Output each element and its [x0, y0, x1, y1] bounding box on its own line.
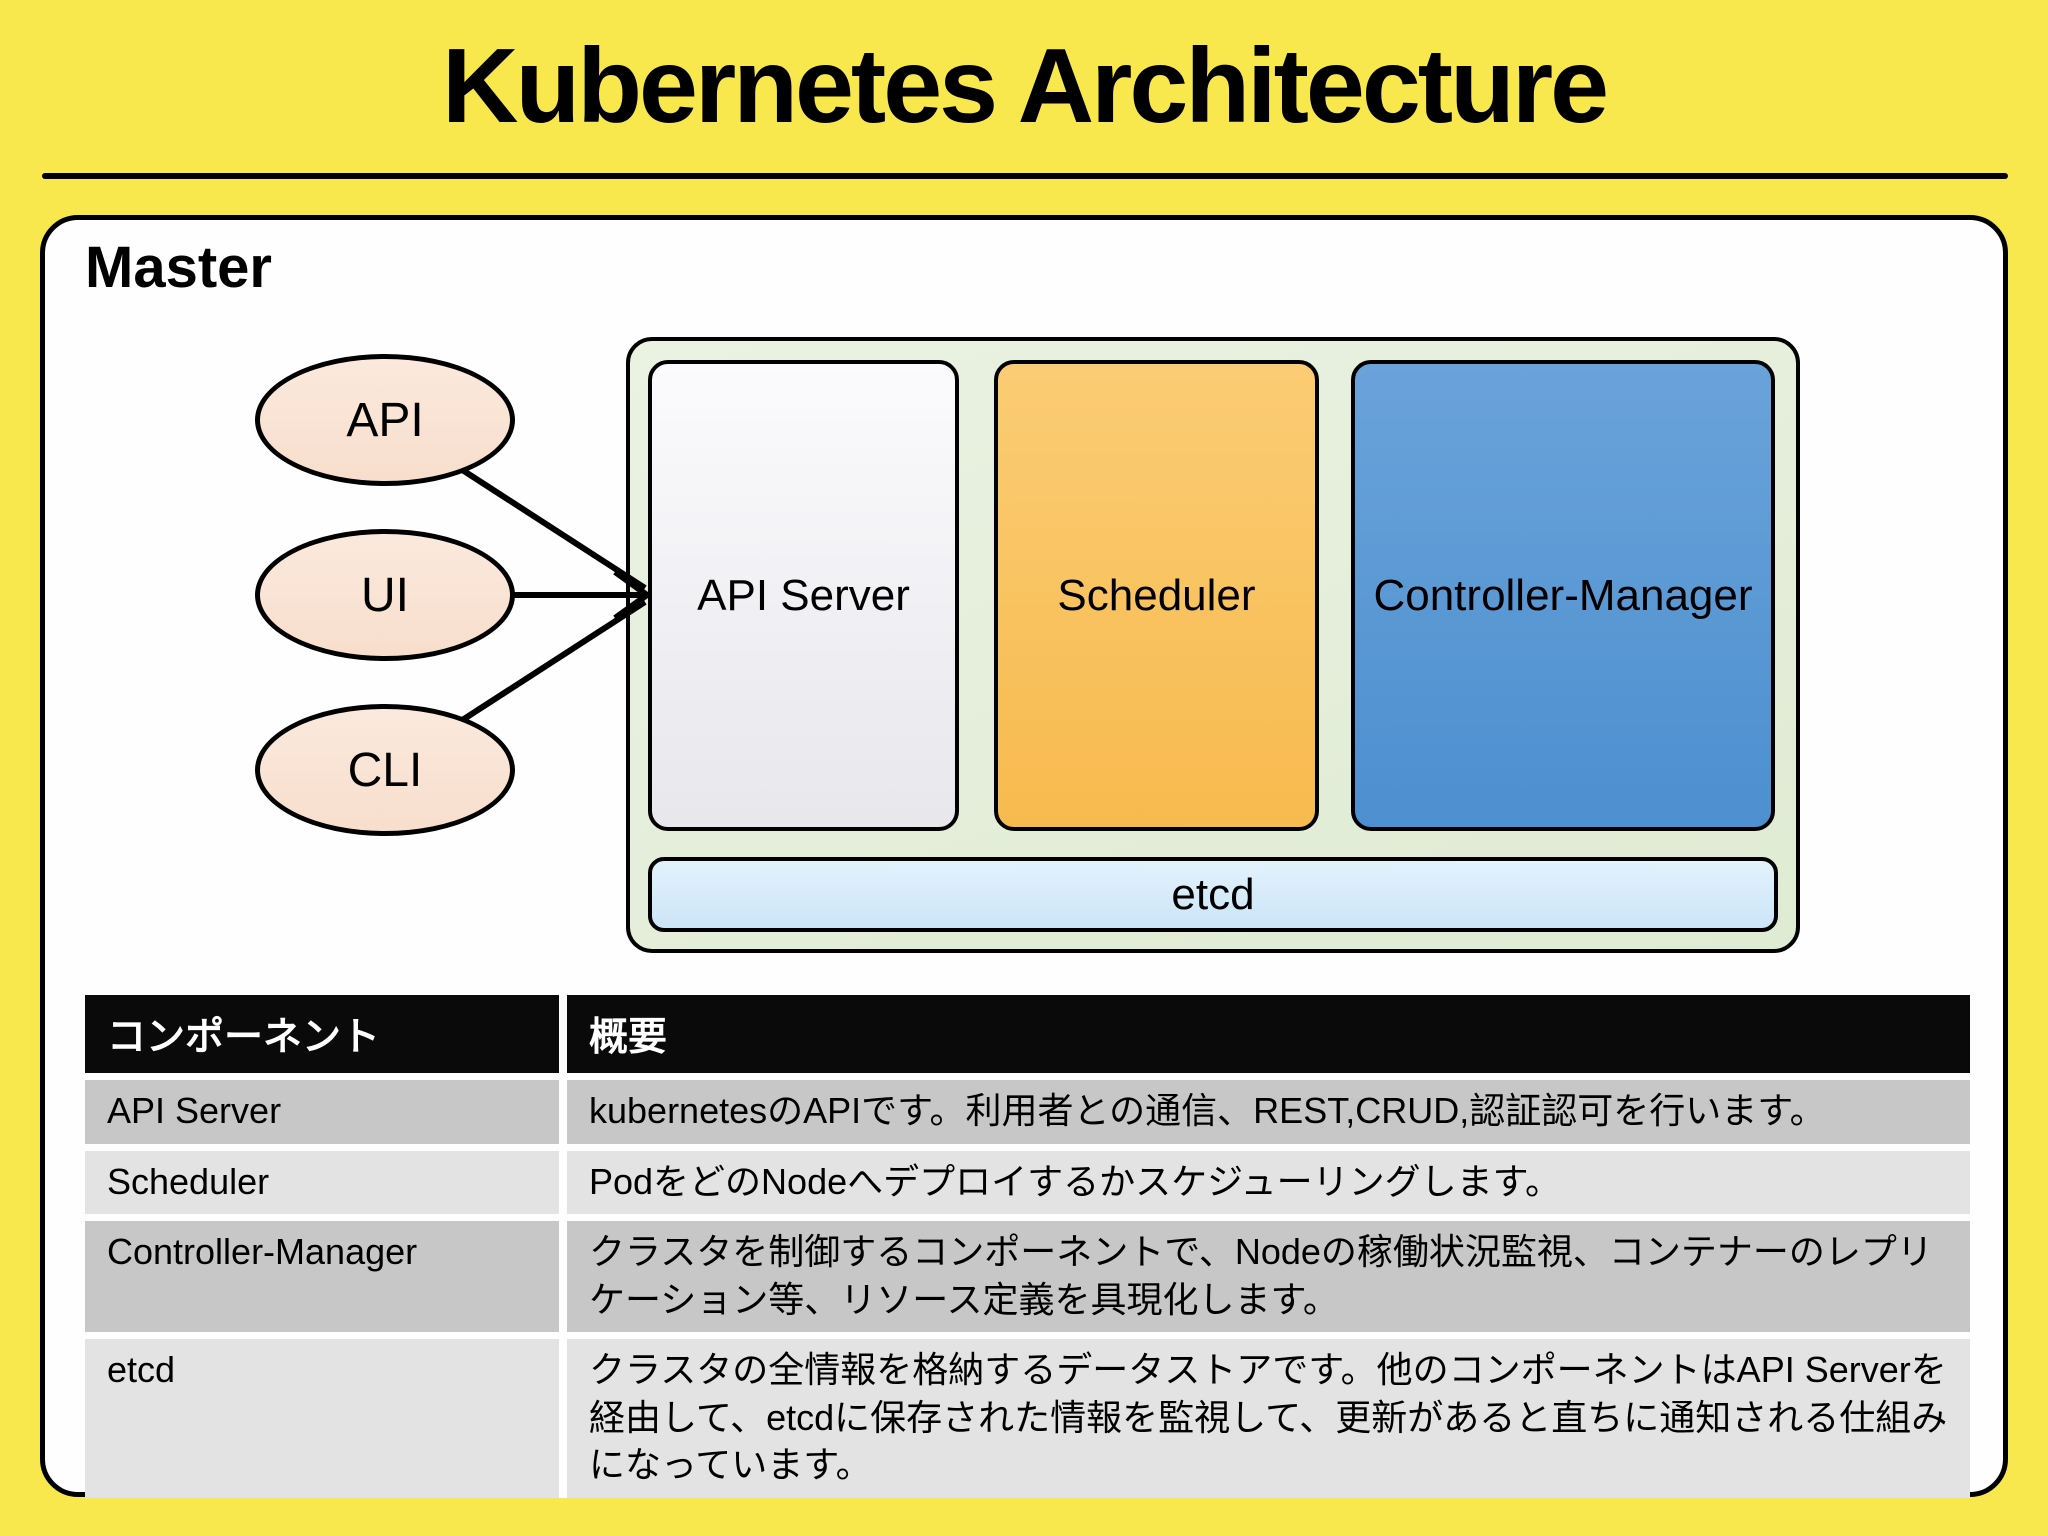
table-header-component: コンポーネント: [85, 995, 567, 1077]
component-name-cell: etcd: [85, 1335, 567, 1498]
etcd-bar: etcd: [648, 857, 1778, 932]
component-description-cell: PodをどのNodeへデプロイするかスケジューリングします。: [563, 1147, 1970, 1218]
page-title: Kubernetes Architecture: [441, 27, 1609, 145]
component-name-cell: API Server: [85, 1076, 567, 1148]
scheduler-box: Scheduler: [994, 360, 1319, 831]
component-name-cell: Controller-Manager: [85, 1217, 567, 1336]
client-ui-ellipse: UI: [255, 529, 515, 661]
etcd-bar-label: etcd: [1171, 869, 1255, 919]
scheduler-box-label: Scheduler: [1057, 570, 1256, 620]
table-header-overview: 概要: [563, 995, 1970, 1077]
component-description-cell: クラスタを制御するコンポーネントで、Nodeの稼働状況監視、コンテナーのレプリケ…: [563, 1217, 1970, 1336]
component-description-cell: kubernetesのAPIです。利用者との通信、REST,CRUD,認証認可を…: [563, 1076, 1970, 1148]
client-api-label: API: [346, 393, 424, 447]
component-table: コンポーネント 概要 API Server kubernetesのAPIです。利…: [85, 995, 1970, 1498]
master-panel: Master API Server Scheduler Controller-M…: [40, 215, 2008, 1498]
controller-manager-box-label: Controller-Manager: [1373, 570, 1753, 620]
client-cli-ellipse: CLI: [255, 704, 515, 836]
component-name-cell: Scheduler: [85, 1147, 567, 1218]
client-cli-label: CLI: [347, 743, 423, 797]
table-row-api-server: API Server kubernetesのAPIです。利用者との通信、REST…: [85, 1076, 1970, 1148]
table-header-row: コンポーネント 概要: [85, 995, 1970, 1077]
api-server-box-label: API Server: [697, 570, 910, 620]
component-description-cell: クラスタの全情報を格納するデータストアです。他のコンポーネントはAPI Serv…: [563, 1335, 1970, 1498]
table-row-etcd: etcd クラスタの全情報を格納するデータストアです。他のコンポーネントはAPI…: [85, 1335, 1970, 1498]
api-server-box: API Server: [648, 360, 959, 831]
client-api-ellipse: API: [255, 354, 515, 486]
master-label: Master: [85, 235, 272, 300]
table-row-controller-manager: Controller-Manager クラスタを制御するコンポーネントで、Nod…: [85, 1217, 1970, 1336]
table-row-scheduler: Scheduler PodをどのNodeへデプロイするかスケジューリングします。: [85, 1147, 1970, 1218]
controller-manager-box: Controller-Manager: [1351, 360, 1775, 831]
client-ui-label: UI: [361, 568, 409, 622]
title-underline: [42, 173, 2008, 179]
control-plane-container: API Server Scheduler Controller-Manager …: [626, 337, 1800, 953]
